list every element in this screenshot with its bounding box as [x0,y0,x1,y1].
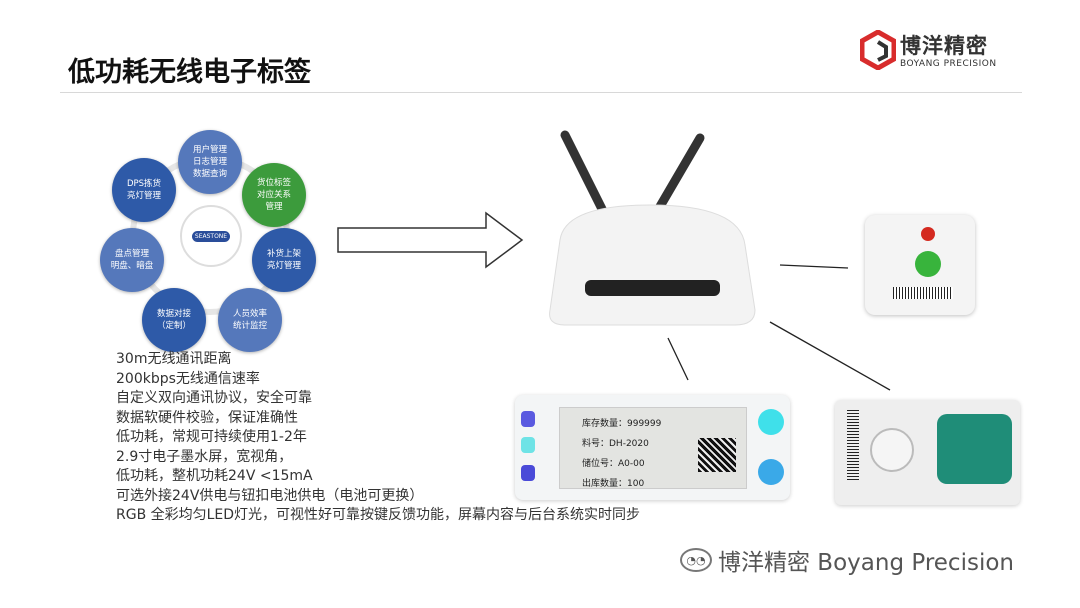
e-paper-label-device: 库存数量：999999 料号：DH-2020 储位号：A0-00 出库数量：10… [515,395,790,500]
spec-item: 2.9寸电子墨水屏，宽视角， [116,448,293,465]
qr-code-icon [698,438,736,472]
wheel-node-label: 管理 [265,202,283,212]
wheel-node-label: 数据对接 [156,309,191,319]
center-logo: SEASTONE [180,205,242,267]
wheel-node-label: 日志管理 [192,157,227,167]
wheel-node-label: 用户管理 [192,145,227,155]
wheel-node-label: 对应关系 [256,190,291,200]
spec-list: 30m无线通讯距离 200kbps无线通信速率自定义双向通讯协议，安全可靠数据软硬… [116,350,640,526]
wheel-node-label: 数据查询 [192,169,227,179]
e-ink-screen: 库存数量：999999 料号：DH-2020 储位号：A0-00 出库数量：10… [559,407,747,489]
spec-item: 低功耗，整机功耗24V <15mA [116,468,313,484]
wheel-node-label: 亮灯管理 [266,261,301,271]
company-logo: 博洋精密 BOYANG PRECISION [859,29,1020,74]
spec-item: 30m无线通讯距离 [116,351,232,367]
wechat-icon: ◔◔ [680,548,712,572]
page-title: 低功耗无线电子标签 [68,57,311,88]
wheel-node-label: 货位标签 [256,178,291,188]
wheel-node-label: 补货上架 [266,249,301,259]
wheel-node-label: 明盘、暗盘 [110,261,154,271]
wheel-node: 人员效率统计监控 [218,288,282,352]
feature-wheel: SEASTONE 用户管理日志管理数据查询货位标签对应关系管理补货上架亮灯管理人… [100,130,320,352]
indicator-light-device [865,215,975,315]
wheel-node: 补货上架亮灯管理 [252,228,316,292]
gateway-router-image [549,130,756,326]
spec-item: 自定义双向通讯协议，安全可靠 [116,390,312,406]
wheel-node-label: 亮灯管理 [126,191,161,201]
wheel-node: 数据对接 （定制） [142,288,206,352]
spec-item: 200kbps无线通信速率 [116,370,260,387]
wheel-node: DPS拣货亮灯管理 [112,158,176,222]
wheel-node-label: 统计监控 [232,321,267,331]
wheel-node-label: DPS拣货 [126,179,162,189]
spec-item: 可选外接24V供电与钮扣电池供电（电池可更换） [116,487,424,504]
wheel-node: 用户管理日志管理数据查询 [178,130,242,194]
spec-item: 数据软硬件校验，保证准确性 [116,409,298,426]
wheel-node-label: 盘点管理 [114,249,149,259]
wheel-node: 货位标签对应关系管理 [242,163,306,227]
button-light-device [835,400,1020,505]
wheel-node-label: 人员效率 [232,309,267,319]
wheel-node: 盘点管理明盘、暗盘 [100,228,164,292]
spec-item: 低功耗，常规可持续使用1-2年 [116,429,307,445]
divider [60,92,1022,93]
wheel-node-label: （定制） [156,321,191,331]
cube-logo-icon [859,29,897,71]
wechat-watermark: ◔◔博洋精密 Boyang Precision [680,543,1014,577]
flow-arrow-icon [337,211,524,269]
spec-item: RGB 全彩均匀LED灯光，可视性好可靠按键反馈功能，屏幕内容与后台系统实时同步 [116,507,641,523]
